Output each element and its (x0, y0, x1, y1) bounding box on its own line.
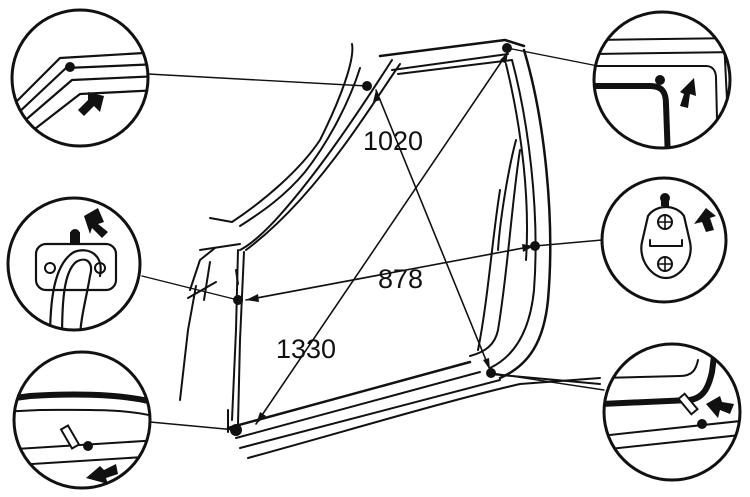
dimension-label-1330: 1330 (276, 334, 336, 364)
arrow-icon (86, 464, 118, 484)
arrow-icon (84, 208, 108, 238)
hinge-plate-detail-icon (640, 193, 692, 280)
dimension-label-1020: 1020 (363, 126, 423, 156)
measurement-lines (245, 51, 535, 425)
sill-corner-detail-icon (14, 391, 150, 467)
mounting-bracket-detail-icon (34, 229, 118, 330)
detail-callout-bottom-left (12, 350, 152, 490)
frame-corner-detail-icon (594, 37, 730, 148)
arrow-icon (694, 208, 716, 232)
sill-corner-detail-icon (604, 344, 740, 451)
measurement-arrowheads (246, 52, 534, 424)
detail-callout-top-right (592, 10, 732, 150)
dimension-label-878: 878 (378, 264, 423, 294)
detail-callout-bottom-right (602, 342, 742, 482)
detail-callout-top-left (10, 8, 150, 148)
leader-lines (141, 47, 605, 431)
detail-callout-middle-right (600, 176, 728, 304)
arrow-icon (680, 78, 696, 108)
door-frame (179, 38, 601, 459)
arrow-icon (706, 396, 734, 418)
arrow-icon (78, 92, 104, 116)
detail-callout-middle-left (6, 196, 142, 332)
